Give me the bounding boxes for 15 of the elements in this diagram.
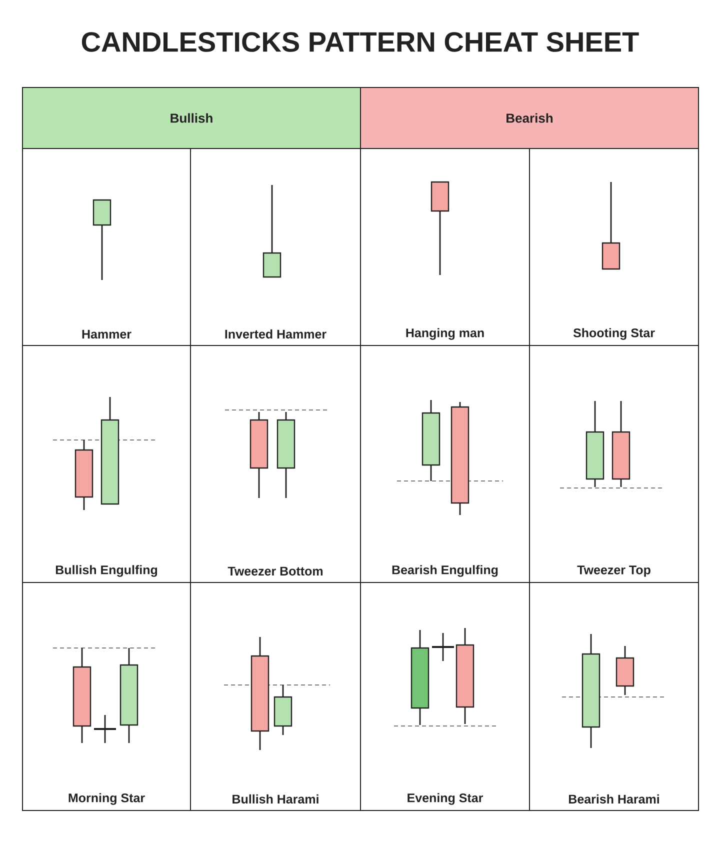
column-header: Bearish [360,87,699,149]
pattern-cell: Bearish Engulfing [360,345,530,583]
pattern-cell: Evening Star [360,582,530,811]
pattern-cell: Hammer [22,148,191,346]
pattern-cell: Tweezer Top [529,345,699,583]
column-header: Bullish [22,87,361,149]
pattern-cell: Inverted Hammer [190,148,361,346]
pattern-cell: Shooting Star [529,148,699,346]
pattern-cell: Morning Star [22,582,191,811]
pattern-cell: Bullish Harami [190,582,361,811]
pattern-cell: Bearish Harami [529,582,699,811]
pattern-cell: Tweezer Bottom [190,345,361,583]
pattern-cell: Bullish Engulfing [22,345,191,583]
pattern-cell: Hanging man [360,148,530,346]
title: CANDLESTICKS PATTERN CHEAT SHEET [82,32,639,52]
